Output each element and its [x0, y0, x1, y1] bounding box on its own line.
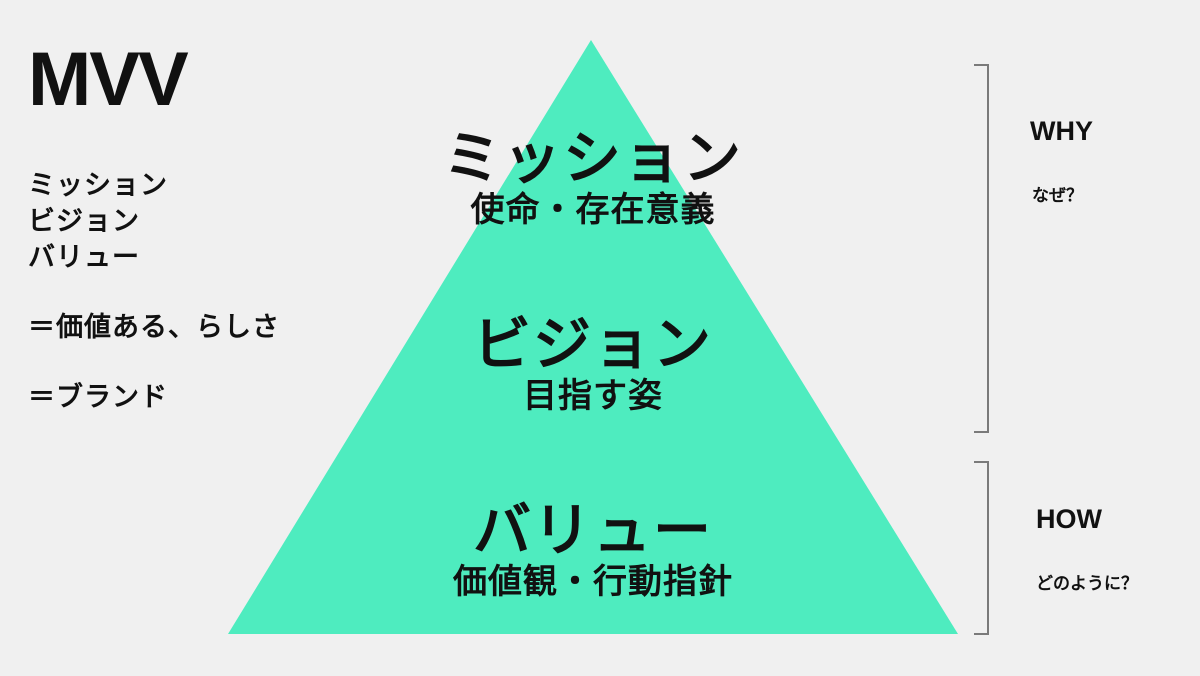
equals-value-note: ＝価値ある、らしさ — [28, 312, 280, 343]
value-label: バリュー — [472, 496, 713, 564]
pyramid-tier-mission: ミッション 使命・存在意義 — [443, 126, 743, 230]
mission-label: ミッション — [443, 124, 744, 192]
why-bracket — [974, 64, 989, 433]
equals-brand-note: ＝ブランド — [28, 382, 168, 413]
value-description: 価値観・行動指針 — [453, 562, 733, 602]
page-title: MVV — [28, 37, 189, 122]
why-label: WHY — [1030, 116, 1093, 146]
vision-label: ビジョン — [472, 310, 713, 378]
term-value: バリュー — [28, 242, 140, 273]
how-question: どのように？ — [1036, 574, 1138, 594]
pyramid-triangle — [228, 40, 958, 634]
left-notes: ミッション ビジョン バリュー ＝価値ある、らしさ ＝ブランド — [28, 168, 280, 416]
how-bracket — [974, 461, 989, 635]
vision-description: 目指す姿 — [523, 376, 663, 416]
pyramid-tier-vision: ビジョン 目指す姿 — [443, 312, 743, 416]
term-vision: ビジョン — [28, 206, 140, 237]
pyramid-tier-value: バリュー 価値観・行動指針 — [443, 498, 743, 602]
term-mission: ミッション — [28, 170, 168, 201]
why-question: なぜ？ — [1032, 186, 1083, 206]
mission-description: 使命・存在意義 — [470, 190, 716, 230]
how-label: HOW — [1036, 504, 1102, 534]
